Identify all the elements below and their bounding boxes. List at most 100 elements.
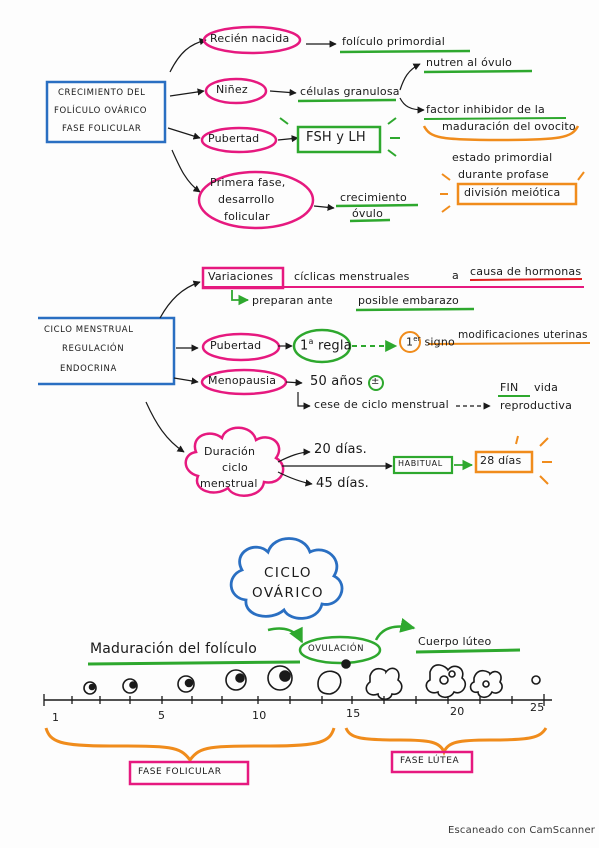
box-28-dias	[474, 450, 534, 474]
oval-pubertad-2	[201, 332, 281, 362]
label-recien-nacida: Recién nacida	[210, 32, 290, 45]
label-fin: FIN	[500, 381, 519, 394]
box-fase-folicular	[128, 760, 250, 786]
cloud-text-line1: CICLO	[264, 565, 312, 581]
primer-signo-text: signo	[424, 335, 455, 349]
underline-modificaciones	[427, 342, 591, 345]
bracket-maduracion	[422, 125, 580, 142]
brace-fase-folicular	[44, 727, 336, 763]
label-celulas-granulosa: células granulosa	[300, 85, 400, 98]
tick-label-15: 15	[346, 707, 361, 720]
label-primera-fase-3: folicular	[224, 210, 270, 223]
box-division-meiotica	[456, 182, 578, 206]
arrow-to-ninez	[169, 88, 205, 97]
box-fase-lutea	[390, 750, 474, 774]
underline-cuerpo-luteo	[415, 648, 521, 654]
arrow-preparan	[231, 290, 250, 306]
label-45-dias: 45 días.	[316, 476, 370, 491]
label-factor-inhibidor-2: maduración del ovocito	[442, 120, 576, 133]
label-crecimiento-1: crecimiento	[340, 191, 407, 204]
label-20-dias: 20 días.	[314, 442, 368, 457]
oval-pubertad	[200, 126, 278, 154]
label-primer-signo: 1er signo	[406, 335, 455, 349]
label-menopausia: Menopausia	[208, 374, 277, 387]
28-emphasis-marks	[515, 435, 552, 485]
label-50-anos: 50 años	[310, 374, 364, 389]
label-ciclicas: cíclicas menstruales	[294, 270, 410, 283]
label-estado-1: estado primordial	[452, 151, 553, 164]
underline-embarazo	[355, 307, 475, 312]
fsh-emphasis-marks	[279, 117, 400, 157]
label-crecimiento-2: óvulo	[352, 207, 383, 220]
arrow-to-variaciones	[159, 280, 201, 319]
arrow-to-20	[277, 448, 311, 463]
arrow-to-45	[277, 471, 313, 487]
arrow-to-primera-fase	[171, 149, 201, 193]
label-vida: vida	[534, 381, 559, 394]
tick-label-1: 1	[52, 711, 60, 724]
tick-label-5: 5	[158, 709, 166, 722]
label-estado-3: división meiótica	[464, 186, 561, 199]
oval-primera-fase	[197, 170, 315, 230]
primera-regla-sup: a	[308, 337, 314, 346]
tick-label-25: 25	[530, 701, 545, 714]
primer-signo-sup: er	[413, 335, 421, 343]
label-pubertad-2: Pubertad	[210, 339, 262, 352]
underline-causa	[469, 278, 583, 281]
arrow-fase-to-crecimiento	[313, 203, 335, 211]
tick-label-20: 20	[450, 705, 465, 718]
label-fase-lutea: FASE LÚTEA	[400, 756, 460, 766]
title-crecimiento-line2: FOLÍCULO OVÁRICO	[54, 106, 148, 116]
box-fsh-lh	[296, 125, 382, 154]
arrow-to-duracion	[145, 401, 185, 453]
arrow-to-nutren	[399, 63, 421, 91]
underline-celulas	[297, 98, 397, 103]
arrow-pubertad-to-fsh	[277, 135, 299, 143]
arrow-to-cese	[297, 392, 311, 410]
circle-plusminus	[368, 375, 384, 391]
circle-primer-signo	[399, 331, 421, 353]
underline-ovulo	[349, 218, 391, 223]
arrow-to-cuerpo-luteo	[374, 618, 416, 641]
label-folicul-primordial: folículo primordial	[342, 35, 445, 48]
cloud-ciclo-ovarico	[229, 537, 344, 620]
label-duracion-1: Duración	[204, 445, 256, 458]
label-posible-embarazo: posible embarazo	[358, 294, 459, 307]
label-plusminus: ±	[371, 376, 380, 387]
label-primera-fase-1: Primera fase,	[210, 176, 286, 189]
oval-ovulacion	[298, 635, 382, 665]
title-box-ciclo	[38, 316, 176, 386]
arrow-to-menopausia	[173, 377, 199, 385]
label-fsh-lh: FSH y LH	[306, 130, 366, 145]
label-cese: cese de ciclo menstrual	[314, 398, 449, 411]
follicle-sequence	[83, 659, 541, 701]
label-28-dias: 28 días	[480, 454, 522, 467]
arrow-menopausia-to-50	[285, 379, 303, 387]
underline-primordial	[339, 49, 471, 54]
cloud-text-line2: OVÁRICO	[252, 585, 324, 601]
label-maduracion: Maduración del folículo	[90, 641, 257, 657]
arrow-to-factor	[399, 97, 425, 114]
label-primera-regla: 1a regla	[300, 337, 352, 354]
label-pubertad: Pubertad	[208, 132, 260, 145]
underline-factor	[423, 117, 567, 120]
label-habitual: HABITUAL	[398, 459, 443, 468]
primera-regla-text: regla	[317, 338, 352, 354]
label-primera-fase-2: desarrollo	[218, 193, 275, 206]
label-fase-folicular: FASE FOLICULAR	[138, 767, 222, 777]
label-duracion-3: menstrual	[200, 477, 258, 490]
label-preparan: preparan ante	[252, 294, 333, 307]
oval-ninez	[204, 77, 268, 105]
underline-maduracion	[87, 660, 301, 666]
box-habitual	[392, 455, 454, 475]
arrow-ninez-to-celulas	[269, 88, 297, 97]
brace-fase-lutea	[344, 727, 548, 757]
oval-primera-regla	[292, 328, 352, 364]
timeline-ticks	[43, 694, 545, 706]
title-crecimiento-line3: FASE FOLICULAR	[62, 124, 142, 134]
label-duracion-2: ciclo	[222, 461, 248, 474]
title-box-crecimiento	[45, 80, 167, 144]
arrow-to-recien-nacida	[169, 38, 207, 73]
